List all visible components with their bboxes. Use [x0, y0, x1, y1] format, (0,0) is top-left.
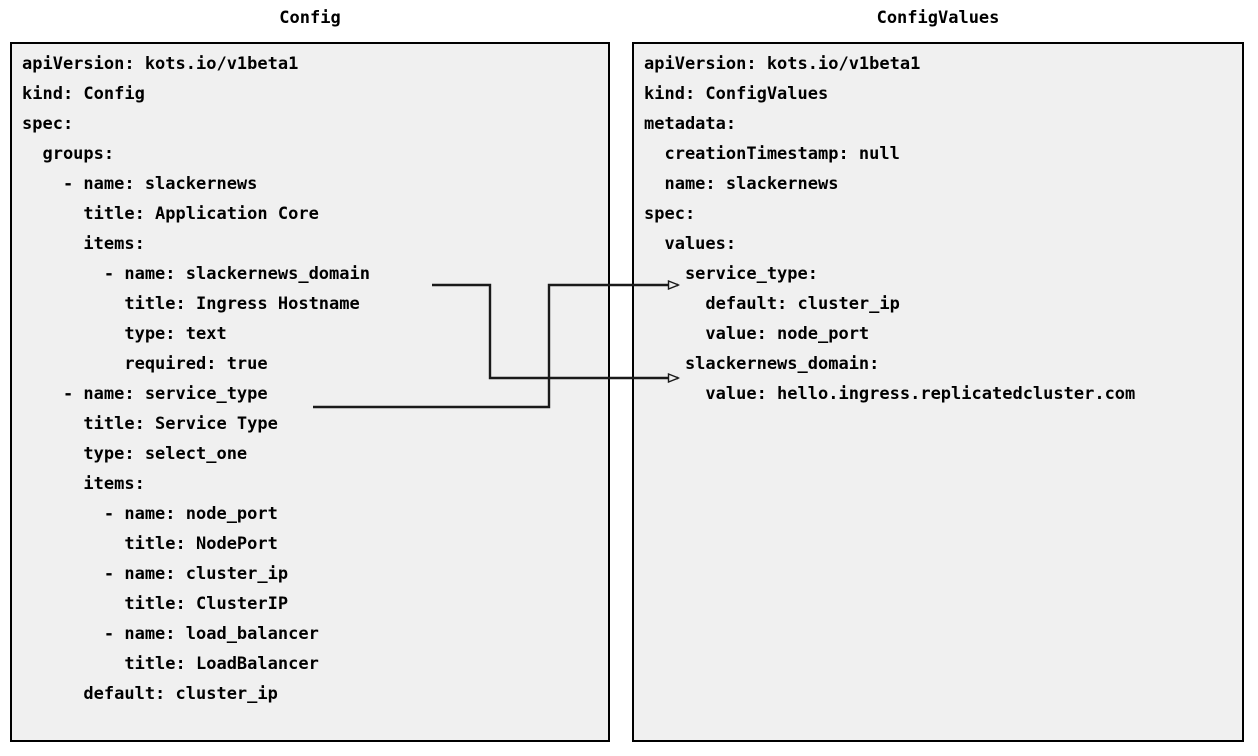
config-yaml-line-12: title: Service Type — [22, 414, 278, 434]
config-yaml-line-17: - name: cluster_ip — [22, 564, 289, 584]
config-panel-title: Config — [279, 8, 341, 28]
config-yaml-line-2: spec: — [22, 114, 74, 134]
config-yaml-code: apiVersion: kots.io/v1beta1 kind: Config s… — [12, 44, 608, 740]
config-yaml-line-19: - name: load_balancer — [22, 624, 319, 644]
config-yaml-line-9: type: text — [22, 324, 227, 344]
config-yaml-line-14: items: — [22, 474, 145, 494]
config-yaml-line-8: title: Ingress Hostname — [22, 294, 360, 314]
config-yaml-line-16: title: NodePort — [22, 534, 278, 554]
config-values-yaml-line-10: slackernews_domain: — [644, 354, 880, 374]
config-values-yaml-code: apiVersion: kots.io/v1beta1 kind: ConfigV… — [634, 44, 1242, 740]
config-values-yaml-line-4: name: slackernews — [644, 174, 839, 194]
config-yaml-line-3: groups: — [22, 144, 115, 164]
config-values-yaml-line-1: kind: ConfigValues — [644, 84, 829, 104]
config-yaml-line-5: title: Application Core — [22, 204, 319, 224]
config-yaml-line-15: - name: node_port — [22, 504, 278, 524]
config-yaml-line-21: default: cluster_ip — [22, 684, 278, 704]
config-values-yaml-line-9: value: node_port — [644, 324, 870, 344]
config-yaml-line-18: title: ClusterIP — [22, 594, 289, 614]
config-yaml-panel: apiVersion: kots.io/v1beta1 kind: Config s… — [10, 42, 610, 742]
config-values-yaml-line-0: apiVersion: kots.io/v1beta1 — [644, 54, 921, 74]
config-yaml-line-20: title: LoadBalancer — [22, 654, 319, 674]
config-values-yaml-line-6: values: — [644, 234, 737, 254]
config-yaml-line-6: items: — [22, 234, 145, 254]
config-yaml-line-4: - name: slackernews — [22, 174, 258, 194]
config-yaml-line-7: - name: slackernews_domain — [22, 264, 370, 284]
config-values-yaml-panel: apiVersion: kots.io/v1beta1 kind: ConfigV… — [632, 42, 1244, 742]
config-yaml-line-10: required: true — [22, 354, 268, 374]
config-values-yaml-line-2: metadata: — [644, 114, 737, 134]
config-values-panel-title: ConfigValues — [876, 8, 1000, 28]
config-values-yaml-line-7: service_type: — [644, 264, 818, 284]
config-values-yaml-line-5: spec: — [644, 204, 696, 224]
config-yaml-line-0: apiVersion: kots.io/v1beta1 — [22, 54, 299, 74]
config-yaml-line-13: type: select_one — [22, 444, 248, 464]
config-values-yaml-line-3: creationTimestamp: null — [644, 144, 900, 164]
config-yaml-line-1: kind: Config — [22, 84, 145, 104]
config-values-yaml-line-8: default: cluster_ip — [644, 294, 900, 314]
config-values-yaml-line-11: value: hello.ingress.replicatedcluster.c… — [644, 384, 1136, 404]
config-yaml-line-11: - name: service_type — [22, 384, 268, 404]
